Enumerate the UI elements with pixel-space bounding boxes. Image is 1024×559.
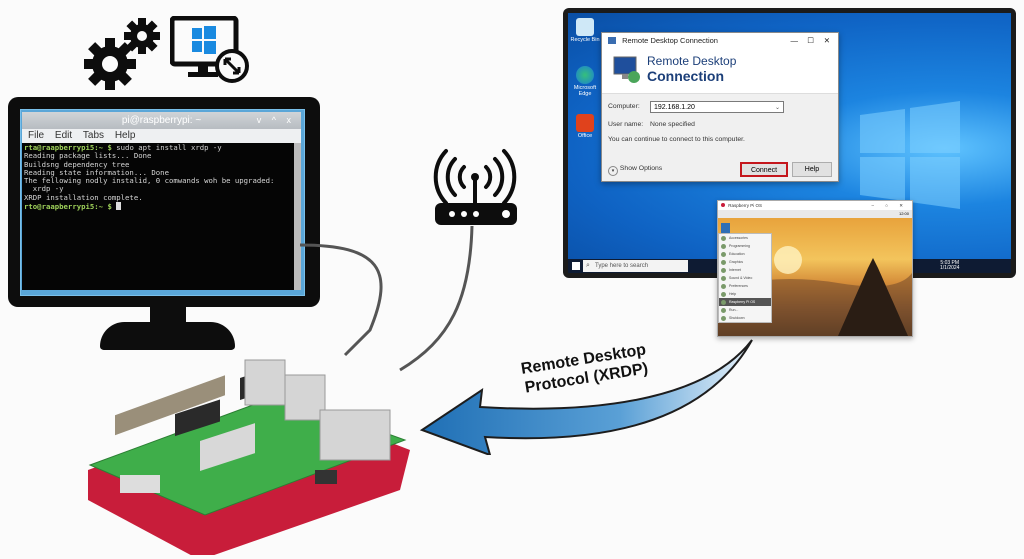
terminal-prompt: rto@raapberrypi5:~ $ bbox=[24, 202, 117, 212]
start-button[interactable] bbox=[572, 262, 580, 270]
terminal-output[interactable]: rta@raapberrypi5:~ $ sudo apt install xr… bbox=[22, 143, 294, 290]
windows-wallpaper-logo bbox=[860, 101, 960, 209]
pi-menu-item[interactable]: Internet bbox=[719, 266, 771, 274]
trash-icon[interactable] bbox=[721, 223, 730, 233]
pi-menu-item[interactable]: Graphics bbox=[719, 258, 771, 266]
terminal-text: sudo apt install xrdp -y bbox=[116, 143, 222, 152]
menu-help[interactable]: Help bbox=[114, 130, 136, 141]
terminal-titlebar: pi@raspberrypi: ~ v ^ x bbox=[22, 112, 301, 129]
desktop-icon-office[interactable]: Office bbox=[569, 114, 601, 139]
connect-button[interactable]: Connect bbox=[740, 162, 788, 177]
terminal-text: XRDP installation complete. bbox=[24, 192, 143, 202]
show-options-button[interactable]: ▾ Show Options bbox=[608, 165, 662, 176]
taskbar-search[interactable]: ⌕ Type here to search bbox=[583, 260, 688, 272]
menu-tabs[interactable]: Tabs bbox=[82, 130, 105, 141]
desktop-icon-recycle-bin[interactable]: Recycle Bin bbox=[569, 18, 601, 43]
xrdp-arrow bbox=[419, 339, 753, 455]
pi-titlebar: Raspberry Pi OS – ○ ✕ bbox=[718, 201, 912, 210]
terminal-line: Reading state information... Done bbox=[24, 167, 292, 177]
terminal-line: XRDP installation complete. bbox=[24, 192, 292, 202]
chevron-circle-icon: ▾ bbox=[608, 166, 618, 176]
computer-label: Computer: bbox=[608, 103, 640, 110]
terminal-line: rto@raapberrypi5:~ $ bbox=[24, 202, 292, 211]
wifi-router-icon bbox=[433, 149, 517, 225]
username-value: None specified bbox=[650, 121, 695, 128]
terminal-text: Buildsng dependency tree bbox=[24, 159, 130, 169]
pi-menu-item[interactable]: Help bbox=[719, 290, 771, 298]
rdp-header-line1: Remote Desktop bbox=[647, 54, 737, 68]
rdp-titlebar: Remote Desktop Connection — ☐ ✕ bbox=[602, 33, 838, 49]
terminal-line: Reading package lists... Done bbox=[24, 152, 292, 160]
terminal-title: pi@raspberrypi: ~ bbox=[121, 115, 202, 126]
clock[interactable]: 5:03 PM 1/1/2024 bbox=[940, 260, 960, 271]
gears-icon bbox=[84, 18, 160, 90]
window-controls[interactable]: – ○ ✕ bbox=[871, 203, 908, 208]
help-button[interactable]: Help bbox=[792, 162, 832, 177]
pi-menu-item[interactable]: Preferences bbox=[719, 282, 771, 290]
pi-menu-item[interactable]: Run... bbox=[719, 306, 771, 314]
pi-menu-item[interactable]: Shutdown bbox=[719, 314, 771, 322]
minimize-button[interactable]: v bbox=[256, 115, 266, 125]
monitor-base bbox=[100, 322, 235, 350]
terminal-line: The fellowing nodly instalid, 0 comwands… bbox=[24, 177, 292, 185]
terminal-text: Reading state information... Done bbox=[24, 167, 169, 177]
pi-menu-item[interactable]: Sound & Video bbox=[719, 274, 771, 282]
terminal-line: Buildsng dependency tree bbox=[24, 159, 292, 169]
remote-windows-monitor-icon bbox=[170, 16, 249, 83]
pi-taskbar: 12:00 bbox=[718, 210, 912, 218]
office-icon bbox=[576, 114, 594, 132]
pi-clock: 12:00 bbox=[898, 211, 909, 216]
chevron-down-icon[interactable]: ⌄ bbox=[774, 105, 780, 111]
rdp-monitor-icon bbox=[613, 56, 640, 83]
raspberry-pi-board bbox=[88, 359, 410, 555]
computer-input[interactable]: 192.168.1.20 ⌄ bbox=[650, 101, 784, 113]
terminal-scrollbar[interactable] bbox=[294, 143, 301, 290]
minimize-button[interactable]: — bbox=[790, 36, 799, 45]
monitor-stand bbox=[150, 305, 186, 327]
menu-edit[interactable]: Edit bbox=[54, 130, 73, 141]
info-text: You can continue to connect to this comp… bbox=[608, 136, 745, 143]
terminal-cursor bbox=[116, 202, 122, 211]
maximize-button[interactable]: ^ bbox=[271, 115, 280, 125]
terminal-text: xrdp -y bbox=[24, 184, 64, 194]
terminal-text: The fellowing nodly instalid, 0 comwands… bbox=[24, 176, 275, 186]
close-button[interactable]: x bbox=[286, 115, 295, 125]
maximize-button[interactable]: ☐ bbox=[807, 36, 814, 45]
terminal-menubar: File Edit Tabs Help bbox=[22, 129, 301, 143]
rdp-header-line2: Connection bbox=[647, 68, 724, 84]
window-controls[interactable]: v ^ x bbox=[257, 112, 295, 129]
desktop-icon-edge[interactable]: Microsoft Edge bbox=[569, 66, 601, 97]
hdmi-cable bbox=[299, 243, 383, 357]
terminal-line: rta@raapberrypi5:~ $ sudo apt install xr… bbox=[24, 143, 292, 152]
pi-menu-item[interactable]: Programming bbox=[719, 242, 771, 250]
ethernet-cable bbox=[399, 225, 474, 372]
username-label: User name: bbox=[608, 121, 644, 128]
pi-menu-item[interactable]: Accessories bbox=[719, 234, 771, 242]
terminal-text: Reading package lists... Done bbox=[24, 151, 152, 161]
edge-icon bbox=[576, 66, 594, 84]
menu-file[interactable]: File bbox=[28, 130, 45, 141]
rdp-title: Remote Desktop Connection bbox=[622, 36, 718, 45]
raspberry-icon bbox=[721, 203, 725, 207]
close-button[interactable]: ✕ bbox=[823, 36, 830, 45]
terminal-prompt: rta@raapberrypi5:~ $ bbox=[24, 143, 117, 152]
pi-menu-item[interactable]: Education bbox=[719, 250, 771, 258]
search-icon: ⌕ bbox=[586, 262, 590, 269]
rdp-dialog: Remote Desktop Connection — ☐ ✕ Remote D… bbox=[601, 32, 839, 182]
terminal-line: xrdp -y bbox=[24, 185, 292, 193]
pi-menu-item[interactable]: Raspberry Pi OS bbox=[719, 298, 771, 306]
rdp-header: Remote Desktop Connection bbox=[602, 49, 838, 94]
recycle-bin-icon bbox=[576, 18, 594, 36]
rdp-app-icon bbox=[608, 37, 616, 44]
